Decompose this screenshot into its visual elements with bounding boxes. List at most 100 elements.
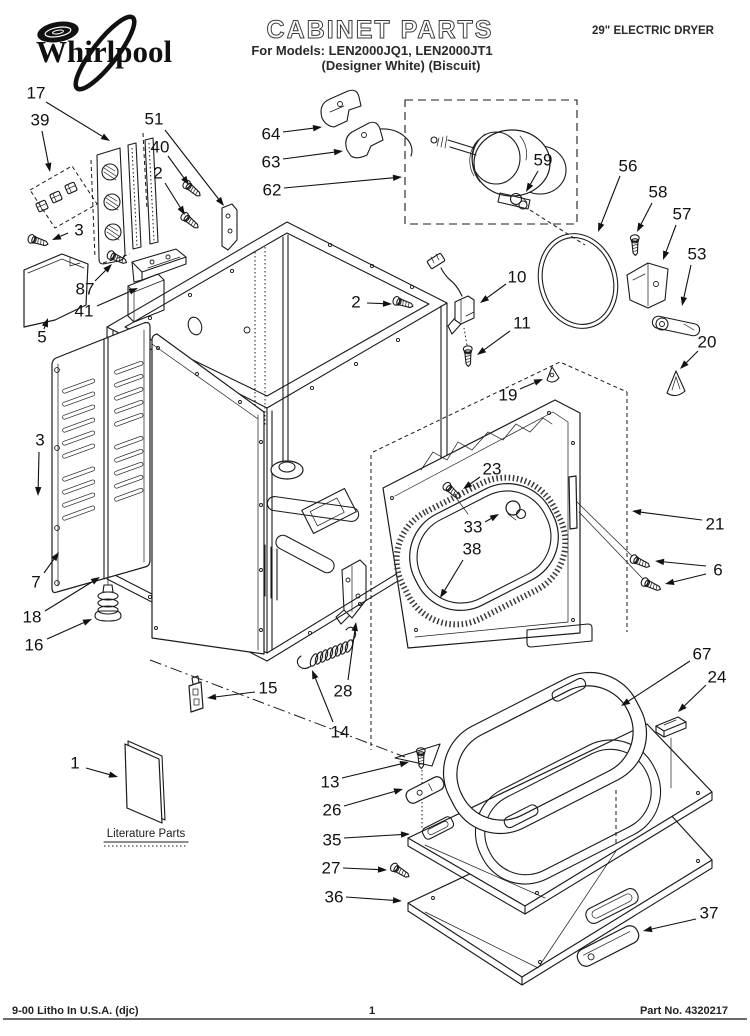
part-callout-33: 33: [464, 518, 483, 537]
leader-arrowhead-17: [100, 133, 110, 141]
leader-line-23: [470, 476, 481, 485]
leader-line-28: [347, 630, 356, 681]
leader-line-24: [684, 684, 707, 707]
footer-page-number: 1: [369, 1005, 375, 1017]
leader-arrowhead-3: [52, 233, 62, 240]
screw-11: [462, 345, 474, 368]
drive-belt-56: [537, 233, 619, 329]
leader-arrowhead-14: [312, 670, 319, 680]
part-callout-59: 59: [534, 151, 553, 170]
screw-58: [629, 234, 641, 257]
leader-line-17: [45, 101, 103, 137]
drive-motor: [430, 129, 567, 210]
leader-line-6: [663, 561, 707, 567]
leader-line-2: [366, 302, 384, 305]
leader-arrowhead-13: [399, 760, 409, 768]
leader-line-41: [96, 291, 130, 307]
leader-line-26: [343, 790, 395, 807]
part-callout-26: 26: [323, 801, 342, 820]
leader-arrowhead-6: [655, 558, 665, 566]
sill-strip-on-panel: [585, 888, 639, 924]
fuse-strip: [90, 147, 126, 265]
part-callout-3: 3: [74, 221, 83, 240]
part-callout-64: 64: [262, 125, 281, 144]
leader-arrowhead-26: [393, 788, 403, 795]
leader-line-57: [665, 224, 677, 252]
leader-line-10: [486, 283, 507, 299]
leader-line-6: [673, 573, 707, 583]
leader-arrowhead-35: [400, 831, 410, 838]
product-label: 29" ELECTRIC DRYER: [592, 25, 715, 37]
leader-arrowhead-16: [82, 619, 92, 626]
leader-arrowhead-63: [333, 149, 343, 156]
brand-wordmark: Whirlpool: [36, 34, 172, 69]
leader-line-19: [519, 382, 535, 390]
leader-line-63: [282, 151, 335, 160]
whirlpool-emblem-icon: [37, 21, 79, 43]
literature-booklet: [124, 743, 163, 824]
part-callout-15: 15: [259, 679, 278, 698]
part-callout-39: 39: [31, 111, 50, 130]
leader-arrowhead-37: [643, 925, 653, 933]
clip-20: [666, 370, 686, 397]
part-callout-67: 67: [693, 645, 712, 664]
leader-arrowhead-51: [215, 196, 224, 206]
part-callout-87: 87: [76, 280, 95, 299]
part-callout-2: 2: [351, 293, 360, 312]
leader-arrowhead-1: [108, 771, 118, 778]
leader-line-18: [44, 581, 93, 612]
part-callout-16: 16: [25, 636, 44, 655]
leader-line-87: [94, 269, 107, 282]
part-callout-57: 57: [673, 205, 692, 224]
leader-arrowhead-41: [128, 288, 138, 295]
leader-line-3: [37, 451, 40, 488]
leader-line-1: [85, 767, 110, 776]
leader-arrowhead-2: [177, 205, 185, 215]
leader-arrowhead-40: [181, 175, 189, 185]
leader-arrowhead-3: [35, 486, 42, 496]
leader-line-40: [167, 155, 185, 179]
leader-arrowhead-87: [103, 264, 112, 273]
leader-line-15: [215, 691, 256, 698]
leader-line-14: [314, 678, 334, 723]
terminal-block-box: [29, 165, 98, 229]
leader-arrowhead-11: [477, 347, 487, 355]
part-callout-23: 23: [483, 460, 502, 479]
footer-part-number: Part No. 4320217: [640, 1005, 728, 1017]
leader-arrowhead-24: [678, 703, 687, 712]
leader-arrowhead-56: [598, 222, 605, 232]
part-callout-27: 27: [322, 859, 341, 878]
part-callout-56: 56: [619, 157, 638, 176]
vent-louvers: [62, 360, 144, 521]
part-callout-3: 3: [35, 431, 44, 450]
door-switch-group: [391, 252, 475, 368]
hinge-slot: [568, 475, 578, 530]
part-callout-18: 18: [23, 608, 42, 627]
leader-line-5: [43, 326, 46, 330]
leader-line-7: [43, 559, 55, 574]
front-panel-group: [370, 361, 663, 750]
leveling-leg-16: [94, 569, 122, 622]
leader-arrowhead-58: [637, 222, 644, 232]
side-panel: [151, 333, 265, 655]
part-callout-17: 17: [27, 84, 46, 103]
part-callout-5: 5: [37, 328, 46, 347]
models-line: For Models: LEN2000JQ1, LEN2000JT1: [251, 43, 492, 58]
part-callout-62: 62: [263, 181, 282, 200]
screw-3: [26, 233, 50, 249]
leader-line-33: [484, 517, 492, 523]
clip-19: [546, 366, 560, 383]
leader-arrowhead-15: [207, 693, 217, 701]
leader-line-67: [628, 660, 691, 702]
idler-arm-53: [651, 315, 701, 337]
part-callout-28: 28: [334, 682, 353, 701]
leader-line-59: [529, 170, 539, 185]
bracket-26: [405, 776, 445, 804]
clip-15: [188, 675, 204, 713]
part-callout-37: 37: [700, 904, 719, 923]
door-seal-oval: [474, 739, 662, 885]
part-callout-40: 40: [151, 138, 170, 157]
slide-rails: [127, 132, 238, 251]
